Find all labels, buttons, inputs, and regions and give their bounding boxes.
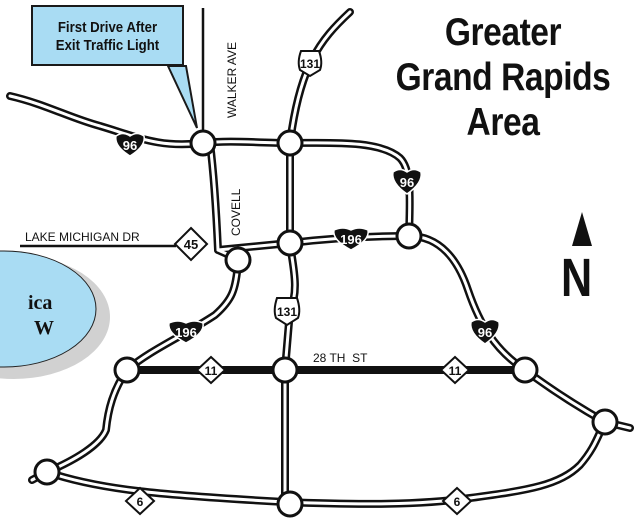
- interchange-covell-196: [224, 246, 252, 274]
- north-arrow-icon: [572, 212, 592, 246]
- interchange-96-28th: [511, 356, 539, 384]
- location-badge: ica W: [0, 250, 110, 379]
- lake-michigan-dr-label: LAKE MICHIGAN DR: [25, 230, 140, 244]
- svg-text:96: 96: [478, 325, 492, 340]
- interchange-131-28th: [271, 356, 299, 384]
- badge-text-line1: ica: [28, 292, 52, 314]
- us131-north-shield: 131: [297, 50, 323, 78]
- us131-south-shield: 131: [273, 297, 301, 327]
- callout-line2: Exit Traffic Light: [55, 37, 160, 54]
- us-highway-shields: 131 131: [273, 50, 323, 327]
- interchanges: [33, 129, 619, 518]
- callout-first-drive: First Drive After Exit Traffic Light: [31, 5, 184, 66]
- svg-text:131: 131: [300, 57, 320, 71]
- i96-east-lower-shield: 96: [470, 318, 500, 345]
- interchange-walker-96: [189, 129, 217, 157]
- svg-text:96: 96: [123, 138, 137, 153]
- interchange-131-96: [276, 129, 304, 157]
- map-title: Greater Grand Rapids Area: [396, 10, 611, 145]
- interchange-131-196: [276, 229, 304, 257]
- interchange-196-28th: [113, 356, 141, 384]
- m6-west-shield: 6: [124, 486, 156, 516]
- 28th-st-label: 28 TH ST: [313, 351, 368, 365]
- m11-east-shield: 11: [439, 355, 471, 385]
- walker-ave-label: WALKER AVE: [225, 42, 239, 118]
- i96-east-upper-shield: 96: [392, 168, 422, 195]
- svg-text:45: 45: [184, 237, 198, 252]
- svg-text:96: 96: [400, 175, 414, 190]
- interchange-east-96: [591, 408, 619, 436]
- svg-text:131: 131: [277, 305, 297, 319]
- north-label: N: [561, 248, 593, 308]
- svg-text:6: 6: [454, 495, 461, 509]
- callout-pointer: [166, 65, 198, 129]
- interchange-southwest: [33, 458, 61, 486]
- i196-west-shield: 196: [168, 320, 204, 344]
- m6-east-shield: 6: [441, 486, 473, 516]
- svg-text:11: 11: [449, 364, 462, 378]
- m11-west-shield: 11: [195, 355, 227, 385]
- title-line3: Area: [466, 101, 540, 144]
- callout-line1: First Drive After: [57, 19, 158, 36]
- svg-text:11: 11: [205, 364, 218, 378]
- street-labels: WALKER AVE COVELL LAKE MICHIGAN DR 28 TH…: [25, 42, 368, 365]
- covell-label: COVELL: [229, 188, 243, 236]
- svg-text:196: 196: [340, 232, 362, 247]
- badge-text-line2: W: [34, 317, 54, 339]
- title-line2: Grand Rapids: [395, 56, 611, 99]
- i96-west-shield: 96: [115, 132, 145, 157]
- interstate-shields: 96 96 196 196 96: [115, 132, 500, 345]
- interchange-131-6: [276, 490, 304, 518]
- state-route-diamonds: 45 11 11 6 6: [124, 226, 473, 516]
- interchange-96-196: [395, 222, 423, 250]
- svg-text:196: 196: [175, 325, 197, 340]
- svg-text:6: 6: [137, 495, 144, 509]
- i196-east-shield: 196: [333, 227, 369, 251]
- minor-roads: [20, 8, 205, 248]
- m45-shield: 45: [173, 226, 209, 262]
- title-line1: Greater: [444, 11, 562, 54]
